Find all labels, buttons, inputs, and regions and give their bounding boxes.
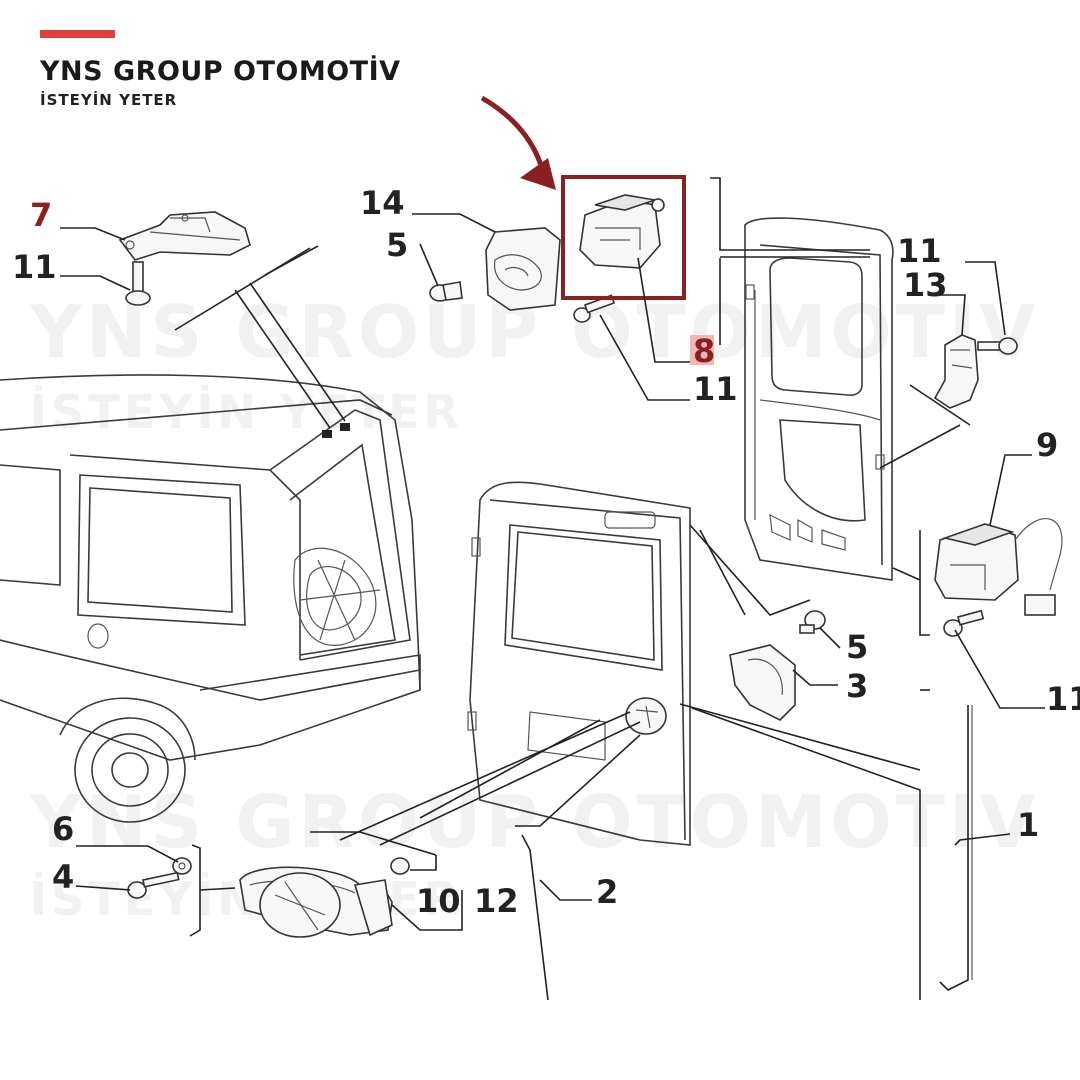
part-11-bolt-right-low — [943, 609, 985, 637]
watermark-line1-bottom: YNS GROUP OTOMOTIV — [30, 780, 1040, 864]
brand-tagline: İSTEYİN YETER — [40, 91, 178, 109]
part-14-cover — [485, 227, 561, 311]
part-2-rod — [521, 834, 549, 1001]
callout-2: 2 — [596, 873, 618, 911]
van-illustration — [0, 374, 421, 823]
callout-6: 6 — [52, 810, 74, 848]
callout-11-under8: 11 — [693, 370, 738, 408]
callout-13: 13 — [903, 266, 948, 304]
door-handle-assembly — [239, 866, 393, 938]
callout-labels: 7 11 14 5 8 11 11 13 9 5 3 11 1 2 6 4 10… — [12, 184, 1080, 920]
callout-10: 10 — [416, 882, 461, 920]
right-bracket-lines — [710, 177, 971, 636]
part-10-nut — [390, 857, 410, 875]
part-1-rod — [939, 705, 973, 991]
van-latch-marker — [322, 430, 332, 438]
callout-7: 7 — [30, 196, 52, 234]
callout-14: 14 — [360, 184, 405, 222]
brand-accent-bar — [40, 30, 115, 38]
part-11-bolt-under8 — [573, 294, 616, 323]
callout-1: 1 — [1017, 806, 1039, 844]
rear-door-center — [467, 481, 691, 846]
callout-11-right-low: 11 — [1046, 680, 1080, 718]
part-8-latch — [579, 194, 665, 269]
part-13-hinge — [933, 334, 979, 409]
part-7-bracket — [118, 211, 251, 261]
callout-12: 12 — [474, 882, 519, 920]
leader-lines — [60, 213, 1045, 1000]
part-3-cover — [729, 644, 796, 721]
part-5-clip-top — [429, 281, 463, 302]
callout-11-right-top: 11 — [897, 232, 942, 270]
callout-8: 8 — [693, 332, 715, 370]
van-latch-marker-2 — [340, 423, 350, 431]
van-leader-lines — [174, 245, 346, 429]
callout-4: 4 — [52, 858, 74, 896]
callout-5-mid: 5 — [846, 628, 868, 666]
part-4-screw — [127, 871, 180, 899]
brand-name: YNS GROUP OTOMOTİV — [40, 56, 401, 87]
rear-door-panel-right — [744, 217, 894, 581]
callout-11-topleft: 11 — [12, 248, 57, 286]
callout-8-highlight — [690, 335, 714, 365]
part-9-latch-cable — [934, 518, 1063, 616]
part-5-clip-mid — [799, 610, 826, 634]
callout-9: 9 — [1036, 426, 1058, 464]
part-11-bolt-right-top — [977, 337, 1018, 355]
callout-5-top: 5 — [386, 226, 408, 264]
callout-3: 3 — [846, 667, 868, 705]
part-11-bolt-topleft — [125, 261, 151, 306]
highlight-box-part-8 — [561, 175, 686, 300]
highlight-arrow — [480, 95, 556, 190]
